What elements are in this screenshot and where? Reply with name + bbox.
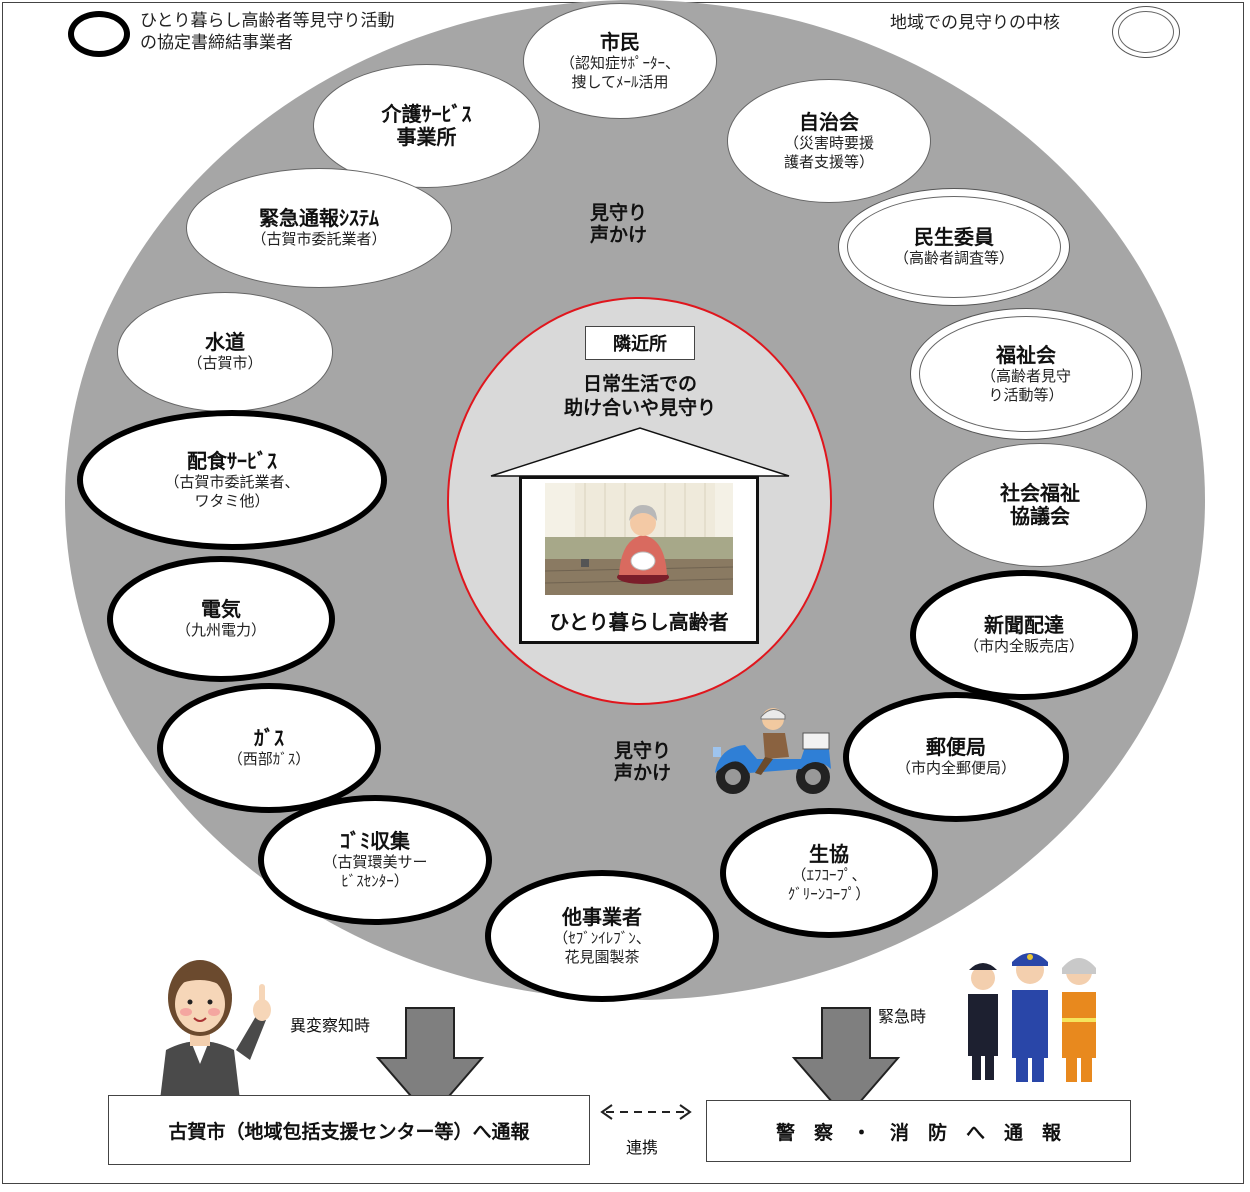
node-sub: （ｾﾌﾞﾝｲﾚﾌﾞﾝ、: [553, 928, 651, 947]
node-title: 事業所: [396, 125, 457, 149]
legend-double-circle-icon: [1112, 6, 1180, 58]
legend-left-line2: の協定書締結事業者: [140, 33, 293, 53]
node-title: 市民: [600, 29, 640, 54]
node-sub: （高齢者調査等）: [893, 249, 1014, 267]
legend-left-text: ひとり暮らし高齢者等見守り活動 の協定書締結事業者: [140, 10, 395, 54]
police-firefighter-illustration: [968, 953, 1096, 1082]
node-denki: 電気 （九州電力）: [107, 556, 335, 682]
node-title: 福祉会: [996, 342, 1056, 367]
renkei-label: 連携: [626, 1138, 659, 1157]
node-kinkyu: 緊急通報ｼｽﾃﾑ （古賀市委託業者）: [186, 168, 452, 288]
mimamori-line: 見守り: [614, 740, 672, 762]
node-title: 電気: [201, 597, 241, 621]
legend-right-text: 地域での見守りの中核: [890, 13, 1060, 33]
node-gas: ｶﾞｽ （西部ｶﾞｽ）: [157, 683, 381, 813]
node-title: 水道: [205, 330, 245, 354]
house-label: ひとり暮らし高齢者: [549, 610, 729, 634]
legend-left-line1: ひとり暮らし高齢者等見守り活動: [140, 11, 395, 31]
report-police-fire-box: 警 察 ・ 消 防 へ 通 報: [706, 1100, 1131, 1162]
node-sub: （古賀市委託業者）: [251, 230, 387, 248]
node-tajigyo: 他事業者 （ｾﾌﾞﾝｲﾚﾌﾞﾝ、 花見園製茶: [485, 870, 719, 1002]
staff-woman-illustration: [160, 960, 271, 1100]
elderly-person-illustration: [545, 483, 733, 595]
node-shimin: 市民 （認知症ｻﾎﾟｰﾀｰ、 捜してﾒｰﾙ活用: [523, 3, 717, 119]
mimamori-line: 声かけ: [614, 762, 672, 784]
node-suido: 水道 （古賀市）: [117, 292, 333, 412]
node-fukushikai: 福祉会 （高齢者見守 り活動等）: [910, 308, 1142, 440]
node-sub: （ｴﾌｺｰﾌﾟ、: [791, 865, 867, 884]
node-title: 他事業者: [562, 904, 642, 929]
node-sub: （九州電力）: [175, 621, 266, 639]
node-haishoku: 配食ｻｰﾋﾞｽ （古賀市委託業者、 ワタミ他）: [77, 410, 387, 550]
legend-thick-circle-icon: [68, 11, 130, 57]
node-kaigo: 介護ｻｰﾋﾞｽ 事業所: [313, 64, 540, 188]
node-sub: り活動等）: [988, 385, 1064, 404]
node-title: 社会福祉: [1000, 481, 1080, 505]
node-sub: （認知症ｻﾎﾟｰﾀｰ、: [559, 53, 680, 72]
mimamori-line: 見守り: [590, 202, 648, 224]
mimamori-top-label: 見守り 声かけ: [590, 202, 647, 246]
node-minsei: 民生委員 （高齢者調査等）: [838, 188, 1070, 306]
node-title: 介護ｻｰﾋﾞｽ: [381, 102, 472, 126]
left-down-arrow: [375, 1007, 485, 1120]
node-sub: 護者支援等）: [783, 152, 874, 171]
center-caption: 日常生活での 助け合いや見守り: [470, 372, 810, 420]
center-caption-line2: 助け合いや見守り: [563, 397, 716, 419]
mimamori-bottom-label: 見守り 声かけ: [614, 740, 671, 784]
node-sub: （西部ｶﾞｽ）: [227, 750, 311, 768]
kinkyu-label: 緊急時: [878, 1007, 927, 1026]
node-title: ｺﾞﾐ収集: [340, 828, 410, 853]
mimamori-line: 声かけ: [590, 224, 648, 246]
node-yubin: 郵便局 （市内全郵便局）: [843, 692, 1069, 822]
node-gomi: ｺﾞﾐ収集 （古賀環美サー ﾋﾞｽｾﾝﾀｰ）: [258, 795, 492, 925]
node-sub: （市内全郵便局）: [895, 759, 1016, 777]
node-title: 自治会: [799, 109, 859, 134]
rinkin-label: 隣近所: [585, 326, 695, 360]
node-sub: （古賀市）: [187, 354, 263, 372]
center-caption-line1: 日常生活での: [582, 373, 697, 395]
node-sub: 捜してﾒｰﾙ活用: [571, 72, 669, 91]
node-sub: （災害時要援: [783, 133, 874, 152]
node-title: 民生委員: [914, 225, 994, 249]
node-shakyo: 社会福祉 協議会: [933, 443, 1147, 567]
node-sub: ﾋﾞｽｾﾝﾀｰ）: [341, 871, 409, 890]
node-title: 協議会: [1010, 504, 1070, 528]
node-title: ｶﾞｽ: [254, 726, 284, 750]
node-jichikai: 自治会 （災害時要援 護者支援等）: [727, 79, 931, 203]
node-title: 新聞配達: [984, 613, 1064, 637]
node-sub: （高齢者見守: [980, 366, 1071, 385]
node-title: 配食ｻｰﾋﾞｽ: [187, 448, 277, 473]
right-down-arrow: [791, 1007, 901, 1120]
node-sub: ワタミ他）: [194, 491, 270, 510]
node-title: 緊急通報ｼｽﾃﾑ: [259, 206, 379, 230]
renkei-dashed-arrow: [600, 1104, 692, 1120]
ihen-label: 異変察知時: [290, 1016, 371, 1035]
house-body: ひとり暮らし高齢者: [519, 476, 759, 644]
node-sub: （古賀環美サー: [322, 852, 428, 871]
node-seikyo: 生協 （ｴﾌｺｰﾌﾟ、 ｸﾞﾘｰﾝｺｰﾌﾟ）: [720, 808, 938, 938]
node-sub: 花見園製茶: [564, 947, 640, 966]
node-sub: （古賀市委託業者、: [164, 472, 300, 491]
house-roof-icon: [490, 427, 790, 477]
delivery-scooter-icon: [713, 708, 831, 794]
node-shinbun: 新聞配達 （市内全販売店）: [910, 570, 1138, 700]
report-city-box: 古賀市（地域包括支援センター等）へ通報: [108, 1095, 590, 1165]
node-title: 郵便局: [926, 735, 986, 759]
node-sub: （市内全販売店）: [963, 637, 1084, 655]
node-title: 生協: [809, 841, 849, 866]
node-sub: ｸﾞﾘｰﾝｺｰﾌﾟ）: [787, 884, 871, 903]
